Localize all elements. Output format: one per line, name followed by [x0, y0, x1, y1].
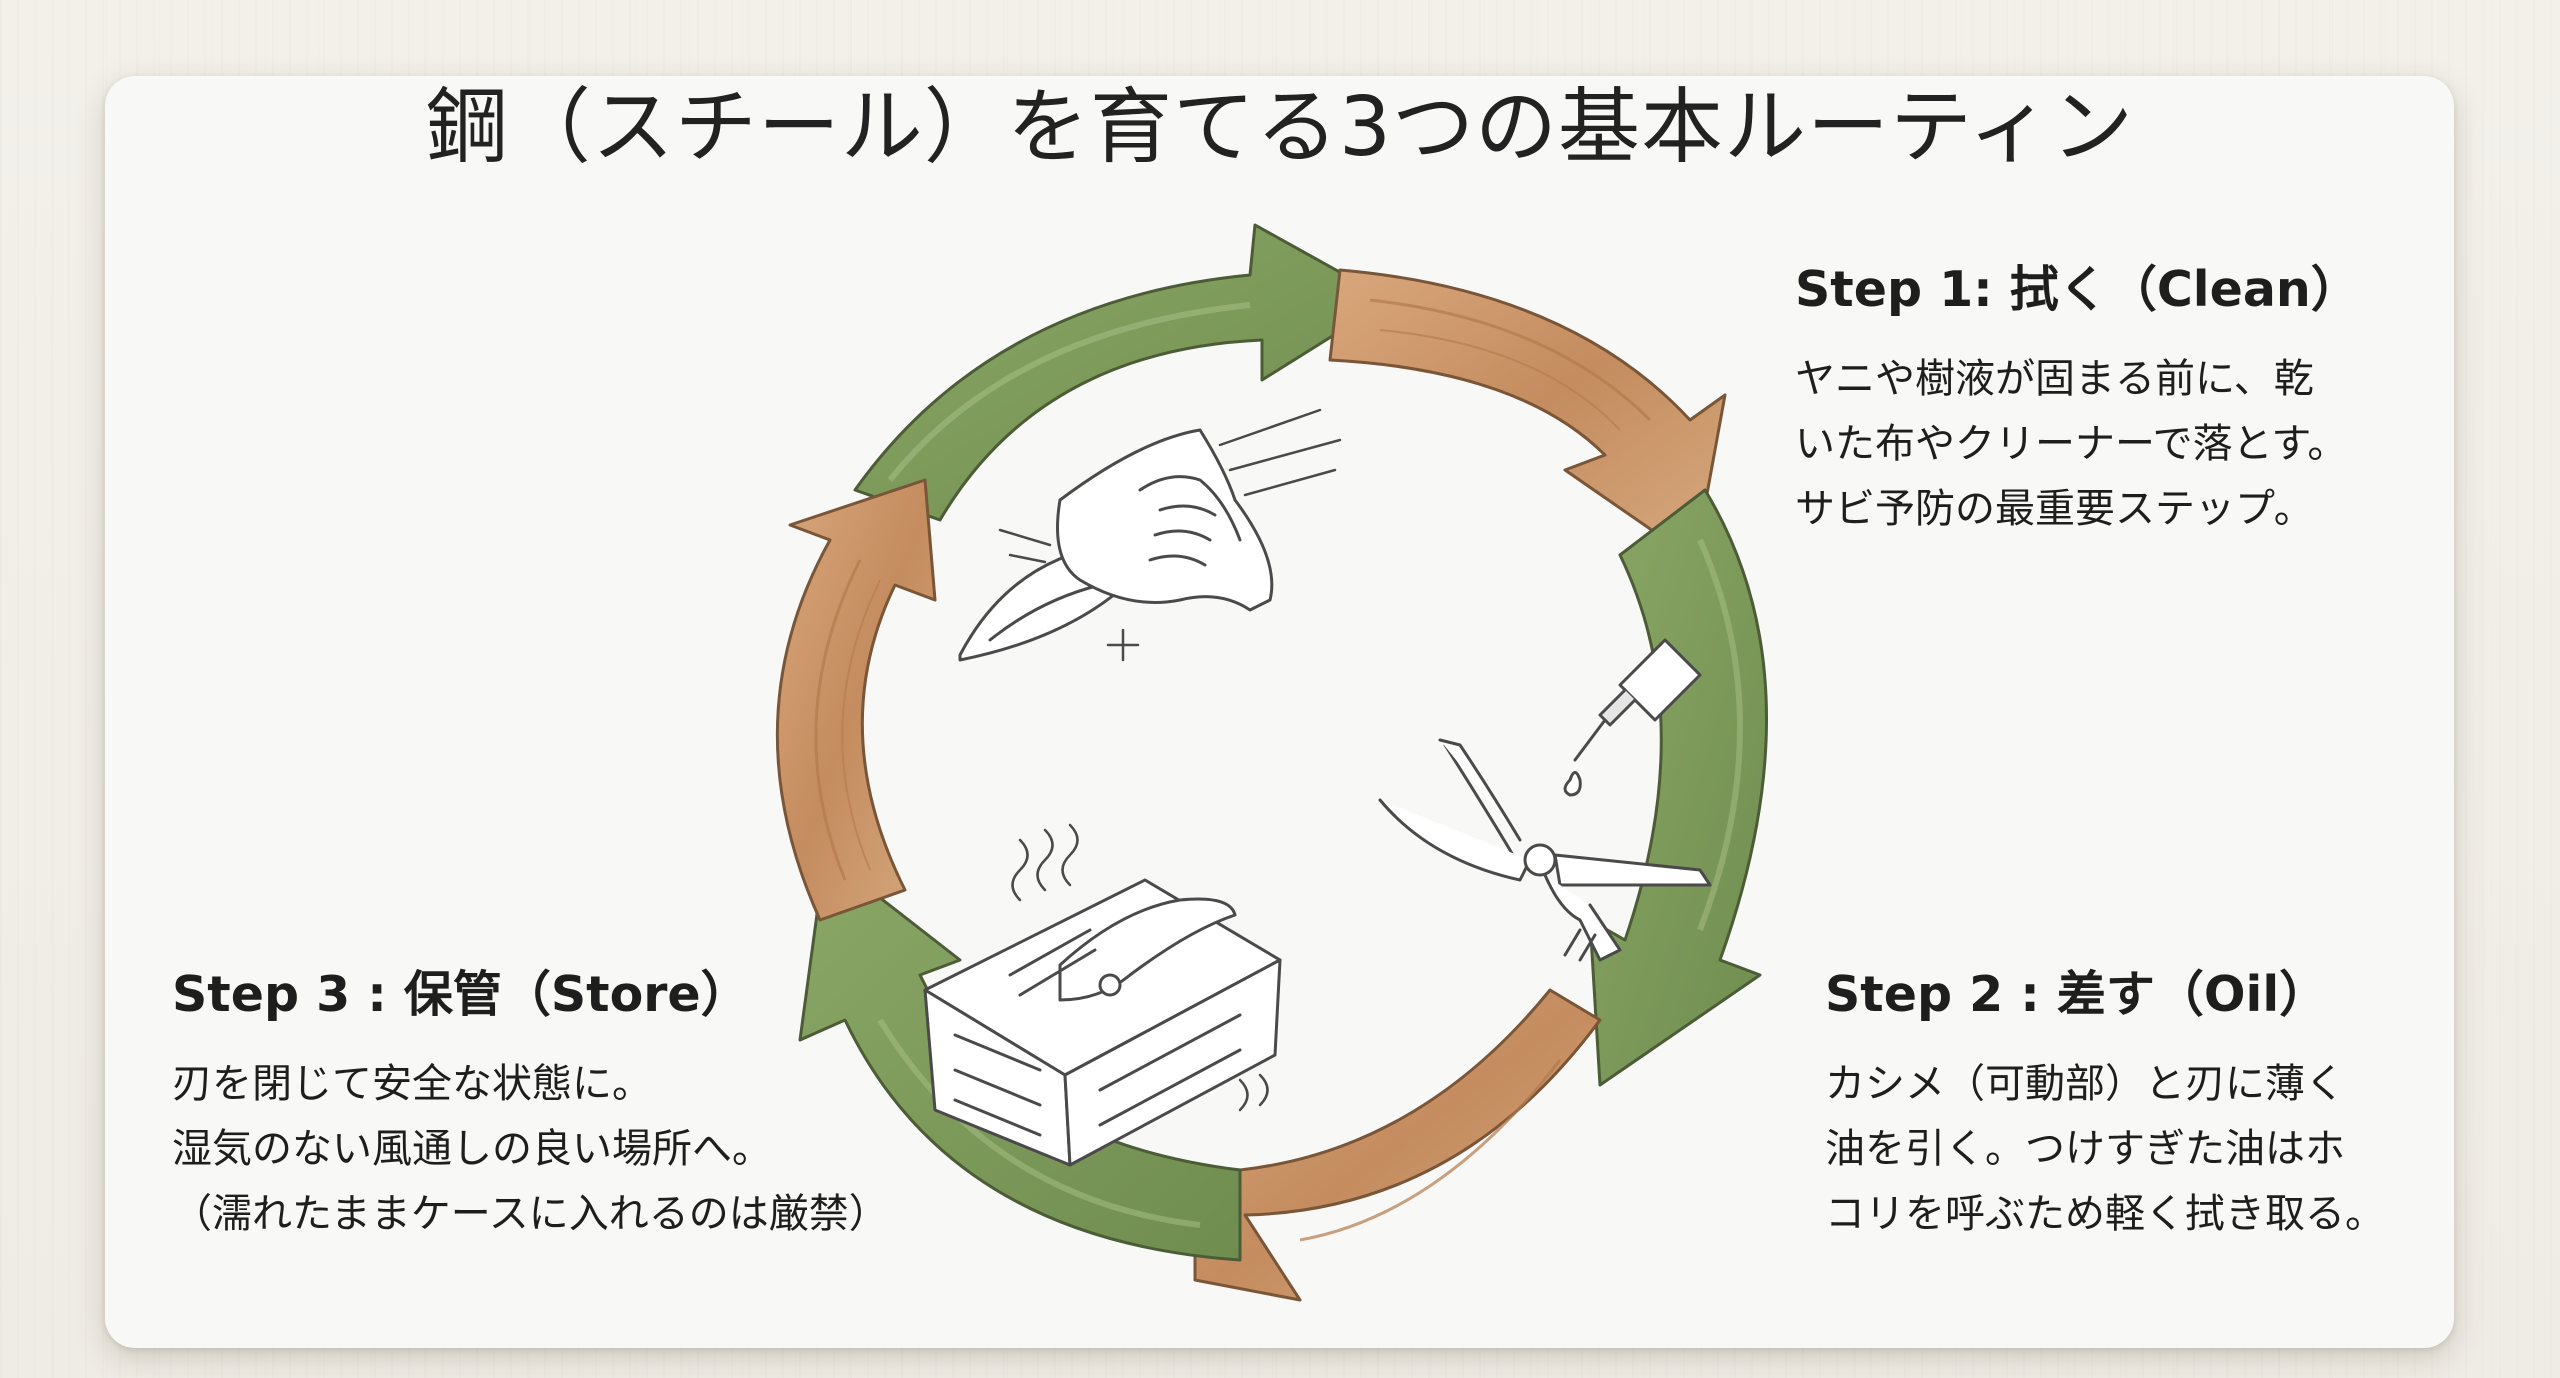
step-3-line-2: 湿気のない風通しの良い場所へ。: [172, 1126, 772, 1172]
wood-arrow-top-right: [1328, 268, 1727, 562]
step-3-title: Step 3 : 保管（Store）: [172, 966, 750, 1023]
step-1-line-1: ヤニや樹液が固まる前に、乾: [1795, 356, 2314, 402]
step-1-line-3: サビ予防の最重要ステップ。: [1795, 486, 2314, 532]
step-2-title: Step 2 : 差す（Oil）: [1825, 966, 2329, 1023]
wiping-cloth-hand-icon: [958, 408, 1342, 662]
page-title: 鋼（スチール）を育てる3つの基本ルーティン: [425, 80, 2135, 175]
storage-box-pruner-icon: [923, 823, 1282, 1167]
step-2-block: Step 2 : 差す（Oil） カシメ（可動部）と刃に薄く 油を引く。つけすぎ…: [1825, 955, 2385, 1247]
step-2-line-2: 油を引く。つけすぎた油はホ: [1825, 1126, 2345, 1172]
step-2-line-1: カシメ（可動部）と刃に薄く: [1825, 1061, 2345, 1107]
step-3-line-3: （濡れたままケースに入れるのは厳禁）: [172, 1191, 889, 1237]
step-1-title: Step 1: 拭く（Clean）: [1795, 261, 2360, 318]
wood-arrow-bottom: [1188, 988, 1602, 1302]
step-3-block: Step 3 : 保管（Store） 刃を閉じて安全な状態に。 湿気のない風通し…: [172, 955, 889, 1247]
green-arrow-right: [1588, 488, 1768, 1087]
wood-arrow-left: [775, 478, 937, 922]
step-2-line-3: コリを呼ぶため軽く拭き取る。: [1825, 1191, 2385, 1237]
step-3-line-1: 刃を閉じて安全な状態に。: [172, 1061, 652, 1107]
oil-bottle-pruner-icon: [1378, 638, 1712, 962]
step-1-block: Step 1: 拭く（Clean） ヤニや樹液が固まる前に、乾 いた布やクリーナ…: [1795, 250, 2360, 542]
step-1-line-2: いた布やクリーナーで落とす。: [1795, 421, 2348, 467]
